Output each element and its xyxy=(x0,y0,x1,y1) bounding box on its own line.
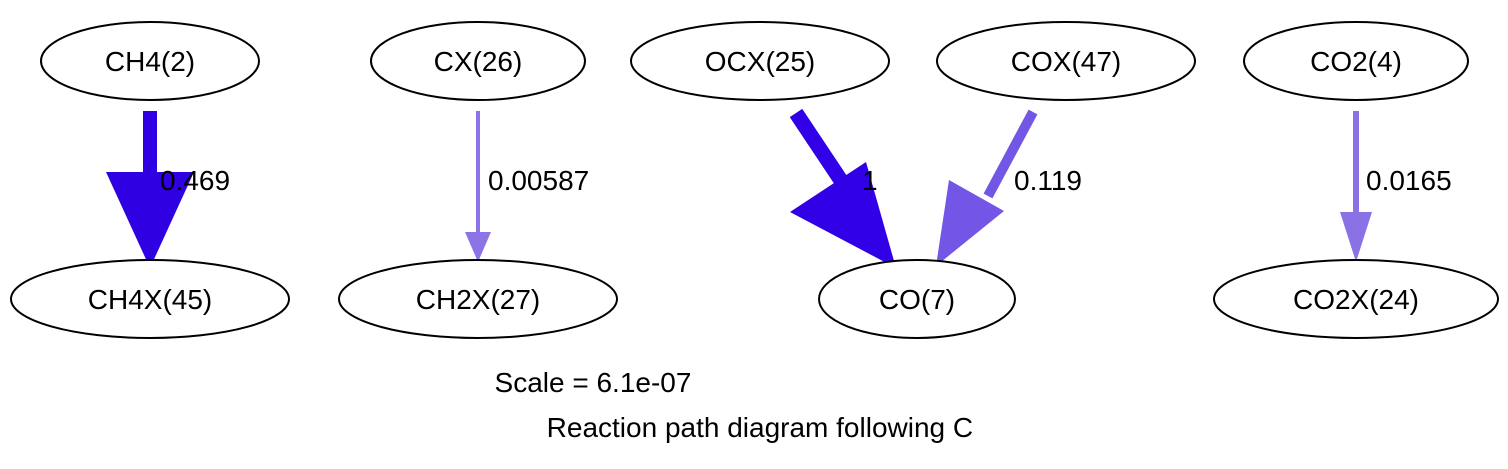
node-ellipse xyxy=(818,259,1016,339)
edge-line xyxy=(983,109,1038,199)
node-ellipse xyxy=(370,21,586,101)
diagram-caption: Scale = 6.1e-07 Reaction path diagram fo… xyxy=(495,367,974,443)
node-cx: CX(26) xyxy=(370,21,586,101)
edge-cx-to-ch2x: 0.00587 xyxy=(465,111,589,262)
node-co2x: CO2X(24) xyxy=(1213,259,1499,339)
node-label: OCX(25) xyxy=(705,46,815,77)
node-co2: CO2(4) xyxy=(1243,21,1469,101)
edge-ocx-to-co: 1 xyxy=(789,108,896,268)
node-ellipse xyxy=(936,21,1196,101)
node-ellipse xyxy=(10,259,290,339)
node-label: CX(26) xyxy=(434,46,523,77)
node-label: COX(47) xyxy=(1011,46,1121,77)
node-label: CO2X(24) xyxy=(1293,284,1419,315)
diagram-title: Reaction path diagram following C xyxy=(539,412,973,443)
arrowhead xyxy=(465,232,491,262)
node-label: CH4X(45) xyxy=(88,284,212,315)
node-label: CH4(2) xyxy=(105,46,195,77)
node-ch4x: CH4X(45) xyxy=(10,259,290,339)
node-label: CO(7) xyxy=(879,284,955,315)
node-label: CH2X(27) xyxy=(416,284,540,315)
arrowhead xyxy=(1340,212,1372,262)
edge-label: 0.119 xyxy=(1014,165,1082,196)
scale-label: Scale = 6.1e-07 xyxy=(495,367,692,398)
arrowhead xyxy=(936,180,1004,266)
node-cox: COX(47) xyxy=(936,21,1196,101)
edge-cox-to-co: 0.119 xyxy=(936,109,1082,266)
node-label: CO2(4) xyxy=(1310,46,1402,77)
edge-label: 0.00587 xyxy=(488,165,589,196)
node-ellipse xyxy=(1213,259,1499,339)
node-ocx: OCX(25) xyxy=(630,21,890,101)
edge-co2-to-co2x: 0.0165 xyxy=(1340,111,1452,262)
node-ch4: CH4(2) xyxy=(40,21,260,101)
node-ellipse xyxy=(40,21,260,101)
node-ellipse xyxy=(630,21,890,101)
edge-label: 0.469 xyxy=(160,165,230,196)
node-co: CO(7) xyxy=(818,259,1016,339)
arrowhead xyxy=(790,162,896,268)
edge-line xyxy=(789,108,853,193)
edge-label: 1 xyxy=(862,165,878,196)
edge-ch4-to-ch4x: 0.469 xyxy=(106,111,230,268)
node-ellipse xyxy=(1243,21,1469,101)
node-ellipse xyxy=(338,259,618,339)
node-ch2x: CH2X(27) xyxy=(338,259,618,339)
edge-label: 0.0165 xyxy=(1366,165,1452,196)
arrowhead xyxy=(106,172,194,268)
